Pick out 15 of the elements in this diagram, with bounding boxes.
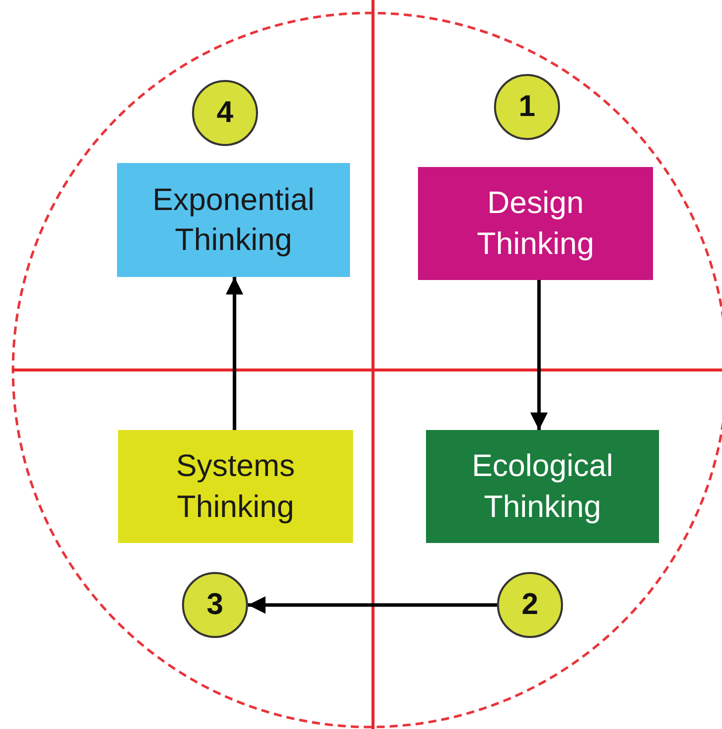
thinking-box [418,167,653,280]
arrow [248,596,497,614]
arrow [530,280,548,430]
step-number: 4 [216,96,234,130]
box-label: Ecological Thinking [470,447,614,526]
box-label: Design Thinking [476,184,596,262]
thinking-box [118,430,353,543]
step-number: 2 [522,588,538,622]
box-label: Exponential Thinking [151,180,316,259]
thinking-box [426,430,659,543]
step-number: 1 [518,90,536,124]
arrow [226,277,244,430]
box-label: Systems Thinking [175,447,296,526]
step-number: 3 [206,588,224,622]
thinking-box [117,163,350,277]
